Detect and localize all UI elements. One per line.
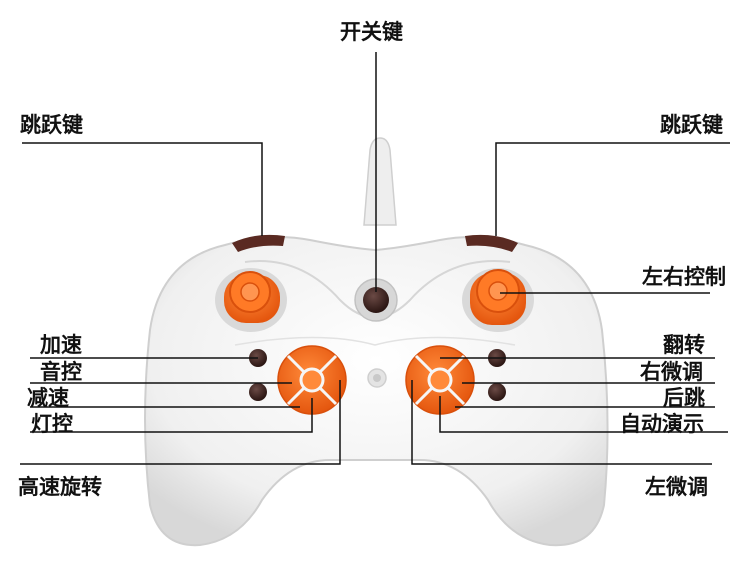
label-high-speed-spin: 高速旋转 [18, 475, 102, 499]
label-left-trim: 左微调 [645, 475, 708, 499]
label-jump-left: 跳跃键 [20, 113, 83, 137]
leader-lines [20, 52, 730, 465]
label-slow-down: 减速 [27, 386, 69, 410]
label-light-control: 灯控 [31, 412, 73, 436]
label-backflip: 后跳 [663, 386, 705, 410]
left-thumbstick[interactable] [215, 268, 287, 332]
label-power-key: 开关键 [340, 20, 403, 44]
center-small-button[interactable] [367, 368, 387, 388]
label-right-trim: 右微调 [640, 360, 703, 384]
label-sound-control: 音控 [40, 360, 82, 384]
label-auto-demo: 自动演示 [620, 412, 704, 436]
label-direction-control: 左右控制 [642, 265, 726, 289]
antenna [363, 137, 397, 226]
slow-down-button[interactable] [249, 383, 267, 401]
right-dpad[interactable] [405, 345, 475, 415]
label-jump-right: 跳跃键 [660, 113, 723, 137]
backflip-button[interactable] [488, 383, 506, 401]
right-bumper[interactable] [465, 234, 518, 252]
left-dpad[interactable] [277, 345, 347, 415]
label-speed-up: 加速 [40, 333, 82, 357]
power-button[interactable] [354, 278, 398, 322]
right-thumbstick[interactable] [462, 268, 534, 332]
label-flip: 翻转 [663, 333, 705, 357]
left-bumper[interactable] [232, 234, 285, 252]
